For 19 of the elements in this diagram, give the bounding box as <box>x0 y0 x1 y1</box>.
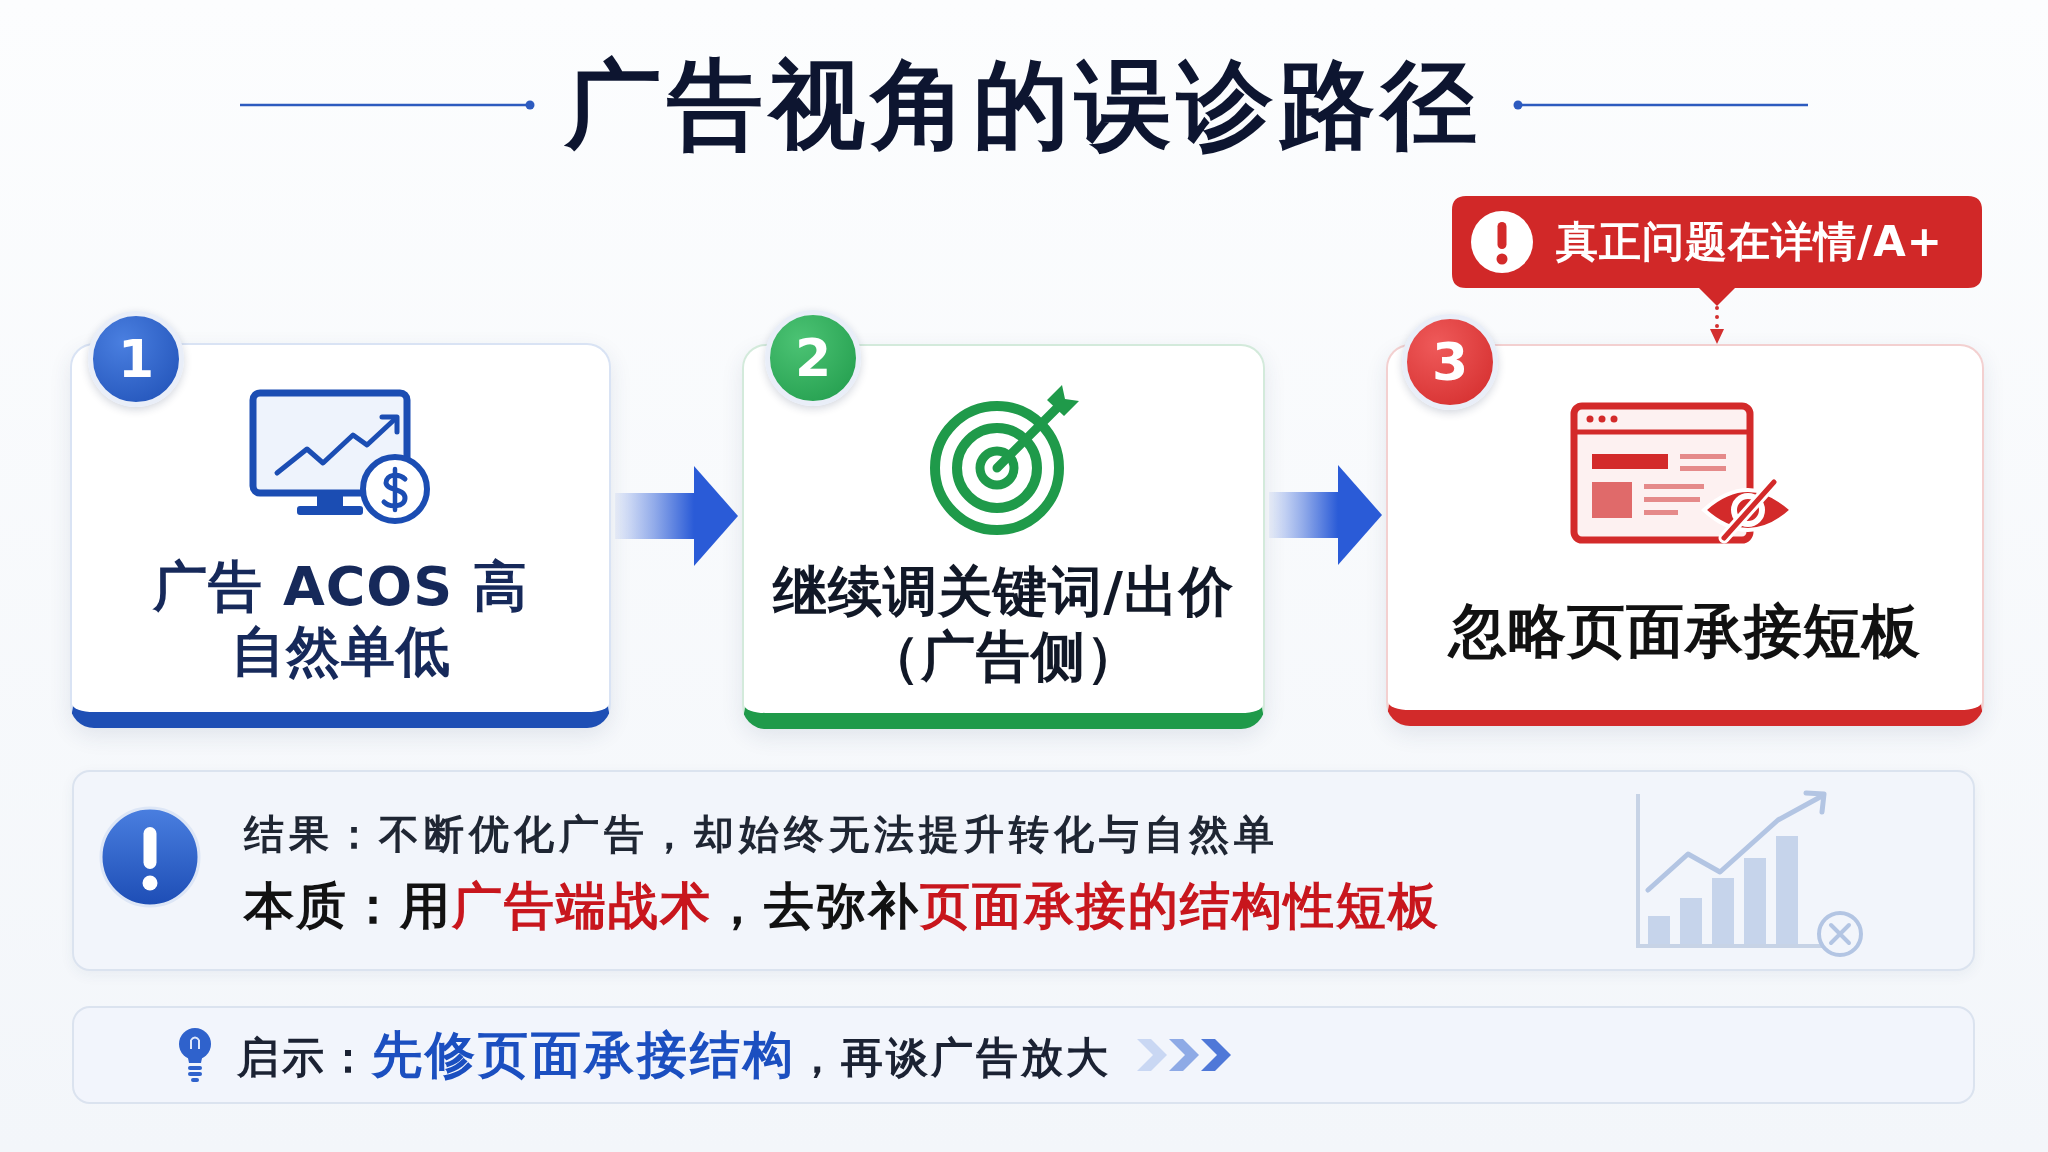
number-badge: 2 <box>765 310 861 406</box>
step-text: 广告 ACOS 高 <box>153 555 528 620</box>
callout-bubble <box>1452 196 1982 306</box>
essence-text: 本质：用广告端战术，去弥补页面承接的结构性短板 <box>244 876 1440 937</box>
step-text: （广告侧） <box>866 624 1141 690</box>
result-panel <box>72 770 1975 971</box>
title: 广告视角的误诊路径 <box>565 50 1483 161</box>
callout-text: 真正问题在详情/A+ <box>1556 216 1944 268</box>
number-badge: 3 <box>1402 314 1498 410</box>
step-text: 忽略页面承接短板 <box>1449 597 1921 667</box>
block-arrow <box>1269 465 1382 565</box>
number-badge: 1 <box>88 311 184 407</box>
step-text: 继续调关键词/出价 <box>773 560 1234 625</box>
step-text: 自然单低 <box>230 619 451 685</box>
result-text: 结果：不断优化广告，却始终无法提升转化与自然单 <box>244 810 1279 859</box>
insight-panel <box>72 1006 1975 1104</box>
block-arrow <box>615 466 738 566</box>
insight-text: 启示：先修页面承接结构，再谈广告放大 <box>237 1024 1111 1086</box>
dotted-arrow <box>1710 306 1724 346</box>
